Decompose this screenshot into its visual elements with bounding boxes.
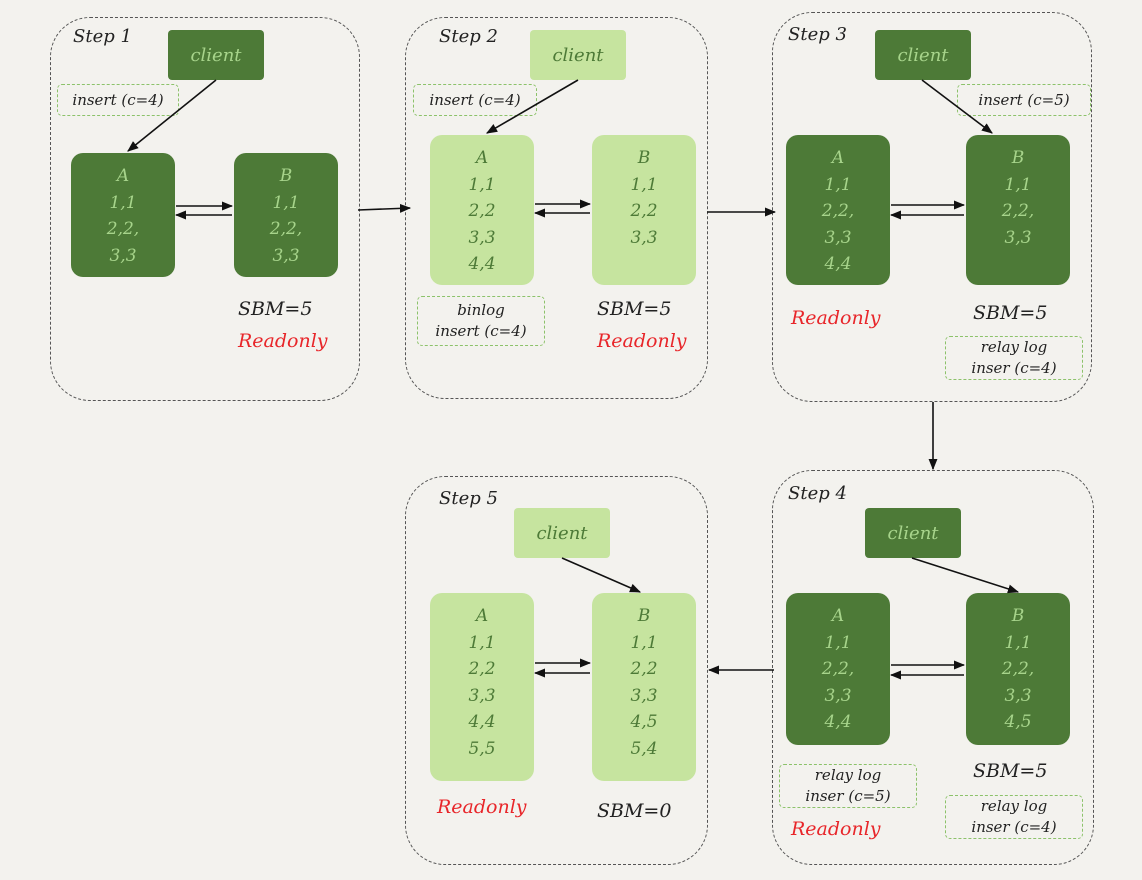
step-2-insert-log: insert (c=4) — [413, 84, 537, 116]
relay-title: relay log — [980, 797, 1048, 815]
row: 2,2 — [630, 201, 658, 221]
row: 2,2, — [821, 659, 855, 679]
relay-title: relay log — [814, 766, 882, 784]
node-name: A — [831, 148, 845, 168]
step-2-readonly: Readonly — [597, 330, 687, 352]
step-5-node-a: A 1,1 2,2 3,3 4,4 5,5 — [430, 593, 534, 781]
row: 1,1 — [1004, 632, 1032, 653]
row: 2,2, — [269, 219, 303, 239]
step-5-client: client — [514, 508, 610, 558]
relay-event: inser (c=5) — [805, 787, 891, 805]
row: 2,2, — [106, 219, 140, 239]
step-1-node-b: B 1,1 2,2, 3,3 — [234, 153, 338, 277]
row: 3,3 — [1004, 227, 1032, 248]
node-name: B — [1011, 148, 1025, 168]
step-5-label: Step 5 — [439, 488, 498, 509]
row: 2,2, — [1001, 201, 1035, 221]
node-name: A — [831, 606, 845, 626]
node-name: A — [475, 148, 489, 168]
step-3-node-a: A 1,1 2,2, 3,3 4,4 — [786, 135, 890, 285]
relay-event: inser (c=4) — [971, 818, 1057, 836]
step-5-panel — [405, 476, 708, 865]
row: 1,1 — [468, 174, 496, 195]
row: 1,1 — [272, 192, 300, 213]
step-2-label: Step 2 — [439, 26, 498, 47]
step-4-relay-log-b: relay log inser (c=4) — [945, 795, 1083, 839]
node-name: B — [637, 606, 651, 626]
relay-event: inser (c=4) — [971, 359, 1057, 377]
row: 2,2 — [630, 659, 658, 679]
step-3-relay-log: relay log inser (c=4) — [945, 336, 1083, 380]
row: 1,1 — [824, 632, 852, 653]
row: 2,2, — [821, 201, 855, 221]
row: 4,4 — [468, 712, 496, 732]
row: 1,1 — [109, 192, 137, 213]
node-name: B — [637, 148, 651, 168]
row: 3,3 — [630, 685, 658, 706]
step-4-node-b: B 1,1 2,2, 3,3 4,5 — [966, 593, 1070, 745]
step-5-node-b: B 1,1 2,2 3,3 4,5 5,4 — [592, 593, 696, 781]
binlog-event: insert (c=4) — [435, 322, 527, 340]
step-4-sbm: SBM=5 — [973, 760, 1048, 782]
row: 4,4 — [468, 254, 496, 274]
step-3-node-b: B 1,1 2,2, 3,3 — [966, 135, 1070, 285]
step-3-label: Step 3 — [788, 24, 847, 45]
row: 3,3 — [468, 227, 496, 248]
row: 5,4 — [630, 738, 658, 759]
row: 3,3 — [109, 245, 137, 266]
node-name: B — [1011, 606, 1025, 626]
step-1-client: client — [168, 30, 264, 80]
step-4-panel — [772, 470, 1094, 865]
step-5-sbm: SBM=0 — [597, 800, 672, 822]
row: 3,3 — [272, 245, 300, 266]
step-2-binlog: binlog insert (c=4) — [417, 296, 545, 346]
step-4-node-a: A 1,1 2,2, 3,3 4,4 — [786, 593, 890, 745]
step-3-panel — [772, 12, 1092, 402]
step-3-insert-log: insert (c=5) — [957, 84, 1091, 116]
step-5-readonly: Readonly — [437, 796, 527, 818]
step-4-relay-log-a: relay log inser (c=5) — [779, 764, 917, 808]
row: 3,3 — [468, 685, 496, 706]
step-1-to-step-2-arrow — [357, 203, 412, 213]
row: 3,3 — [1004, 685, 1032, 706]
row: 3,3 — [824, 227, 852, 248]
step-4-label: Step 4 — [788, 483, 847, 504]
node-name: A — [116, 166, 130, 186]
relay-title: relay log — [980, 338, 1048, 356]
node-name: A — [475, 606, 489, 626]
row: 4,5 — [1004, 712, 1032, 732]
step-1-sbm: SBM=5 — [238, 298, 313, 320]
step-2-node-b: B 1,1 2,2 3,3 — [592, 135, 696, 285]
step-2-node-a: A 1,1 2,2 3,3 4,4 — [430, 135, 534, 285]
step-2-sbm: SBM=5 — [597, 298, 672, 320]
node-name: B — [279, 166, 293, 186]
row: 2,2 — [468, 659, 496, 679]
step-3-sbm: SBM=5 — [973, 302, 1048, 324]
row: 3,3 — [630, 227, 658, 248]
step-1-node-a: A 1,1 2,2, 3,3 — [71, 153, 175, 277]
step-1-readonly: Readonly — [238, 330, 328, 352]
row: 1,1 — [468, 632, 496, 653]
row: 2,2 — [468, 201, 496, 221]
row: 4,4 — [824, 254, 852, 274]
step-3-readonly: Readonly — [791, 307, 881, 329]
row: 1,1 — [824, 174, 852, 195]
step-4-client: client — [865, 508, 961, 558]
step-1-insert-log: insert (c=4) — [57, 84, 179, 116]
row: 4,5 — [630, 712, 658, 732]
binlog-title: binlog — [457, 301, 505, 319]
row: 3,3 — [824, 685, 852, 706]
step-1-label: Step 1 — [73, 26, 132, 47]
row: 1,1 — [630, 632, 658, 653]
row: 2,2, — [1001, 659, 1035, 679]
step-2-client: client — [530, 30, 626, 80]
row: 1,1 — [630, 174, 658, 195]
step-4-readonly: Readonly — [791, 818, 881, 840]
row: 4,4 — [824, 712, 852, 732]
step-3-client: client — [875, 30, 971, 80]
row: 5,5 — [468, 738, 496, 759]
row: 1,1 — [1004, 174, 1032, 195]
